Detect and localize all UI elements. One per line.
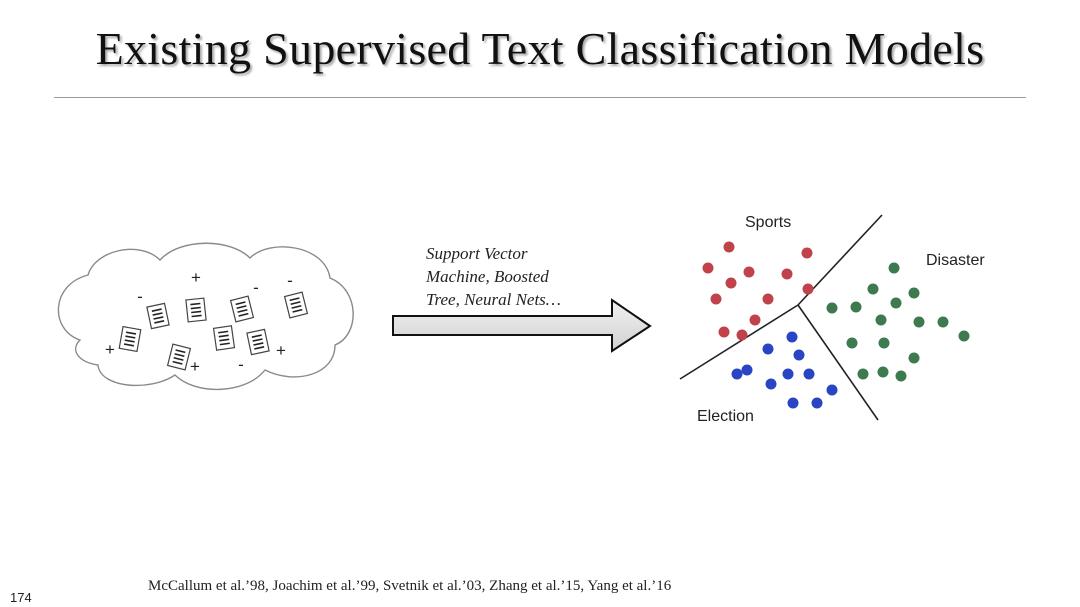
citation-footer: McCallum et al.’98, Joachim et al.’99, S… bbox=[148, 578, 672, 594]
slide-title: Existing Supervised Text Classification … bbox=[95, 23, 985, 74]
minus-sign: - bbox=[253, 278, 259, 297]
sports-point bbox=[743, 266, 755, 278]
process-arrow bbox=[392, 298, 652, 353]
election-point bbox=[787, 397, 799, 409]
minus-sign: - bbox=[287, 271, 293, 290]
election-point bbox=[793, 349, 805, 361]
sports-point bbox=[736, 329, 748, 341]
disaster-points bbox=[826, 262, 970, 382]
disaster-point bbox=[937, 316, 949, 328]
plus-sign: + bbox=[191, 268, 201, 287]
election-point bbox=[782, 368, 794, 380]
model-list-line: Support Vector bbox=[426, 244, 528, 263]
class-label-disaster: Disaster bbox=[926, 252, 985, 269]
disaster-point bbox=[850, 301, 862, 313]
disaster-point bbox=[878, 337, 890, 349]
election-point bbox=[765, 378, 777, 390]
page-number: 174 bbox=[10, 590, 32, 605]
model-list-label: Support Vector Machine, Boosted Tree, Ne… bbox=[426, 242, 626, 311]
sports-point bbox=[723, 241, 735, 253]
election-point bbox=[762, 343, 774, 355]
disaster-point bbox=[913, 316, 925, 328]
disaster-point bbox=[888, 262, 900, 274]
document-icon bbox=[246, 328, 270, 356]
minus-sign: - bbox=[137, 287, 143, 306]
sports-point bbox=[802, 283, 814, 295]
sports-points bbox=[702, 241, 814, 341]
class-label-election: Election bbox=[697, 408, 754, 425]
election-points bbox=[731, 331, 838, 409]
disaster-point bbox=[877, 366, 889, 378]
title-divider bbox=[54, 97, 1026, 98]
election-point bbox=[741, 364, 753, 376]
class-label-sports: Sports bbox=[745, 214, 791, 231]
election-point bbox=[786, 331, 798, 343]
sports-point bbox=[749, 314, 761, 326]
document-icon bbox=[118, 325, 142, 353]
disaster-point bbox=[846, 337, 858, 349]
election-point bbox=[803, 368, 815, 380]
plus-sign: + bbox=[105, 340, 115, 359]
election-point bbox=[826, 384, 838, 396]
document-icon bbox=[146, 302, 170, 330]
election-point bbox=[811, 397, 823, 409]
plus-sign: + bbox=[190, 357, 200, 376]
disaster-point bbox=[908, 352, 920, 364]
disaster-point bbox=[867, 283, 879, 295]
disaster-point bbox=[826, 302, 838, 314]
sports-point bbox=[762, 293, 774, 305]
model-list-line: Tree, Neural Nets… bbox=[426, 290, 561, 309]
sports-point bbox=[801, 247, 813, 259]
sports-point bbox=[702, 262, 714, 274]
disaster-point bbox=[908, 287, 920, 299]
document-icon bbox=[185, 297, 207, 323]
election-point bbox=[731, 368, 743, 380]
sports-point bbox=[710, 293, 722, 305]
model-list-line: Machine, Boosted bbox=[426, 267, 549, 286]
disaster-point bbox=[895, 370, 907, 382]
sports-point bbox=[781, 268, 793, 280]
disaster-point bbox=[875, 314, 887, 326]
sports-point bbox=[718, 326, 730, 338]
disaster-point bbox=[857, 368, 869, 380]
plus-sign: + bbox=[276, 341, 286, 360]
disaster-point bbox=[958, 330, 970, 342]
minus-sign: - bbox=[238, 355, 244, 374]
document-icon bbox=[212, 325, 236, 351]
sports-point bbox=[725, 277, 737, 289]
decision-boundaries bbox=[679, 214, 883, 421]
disaster-point bbox=[890, 297, 902, 309]
